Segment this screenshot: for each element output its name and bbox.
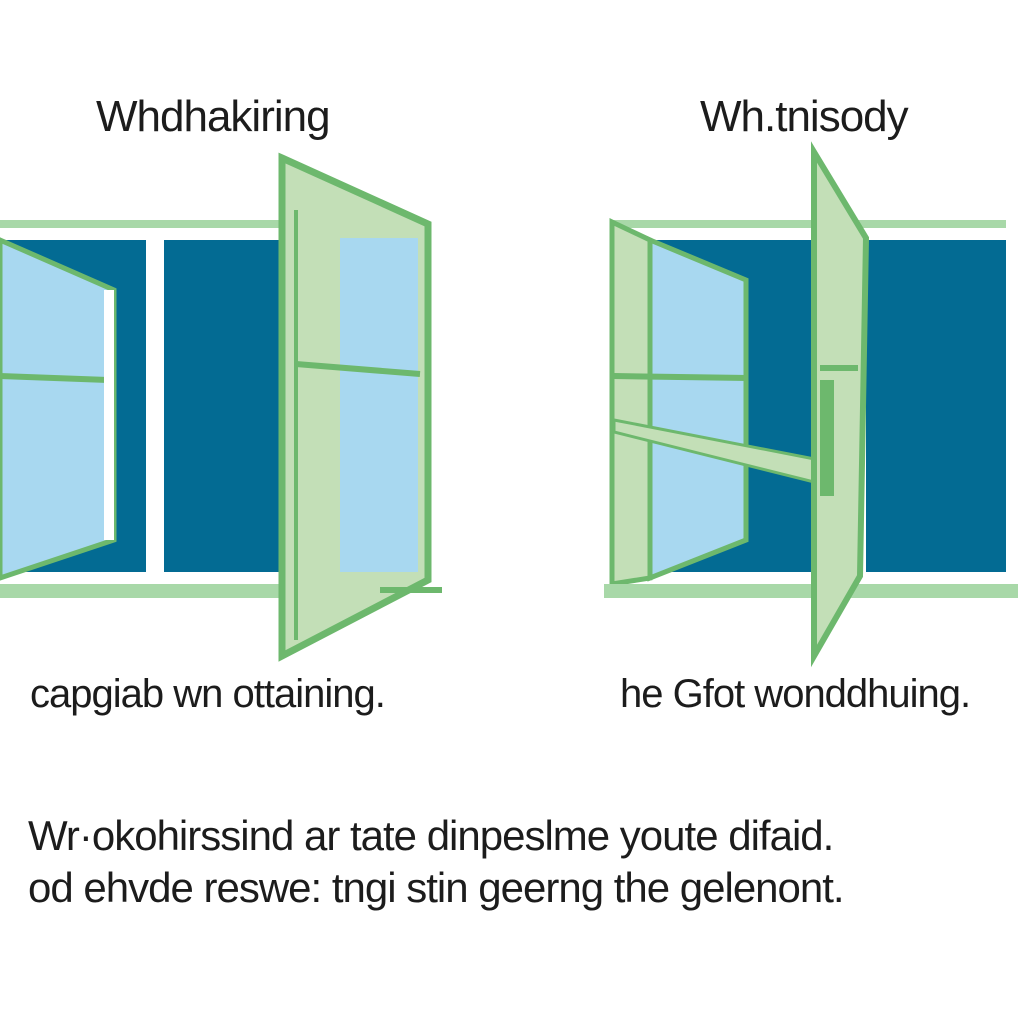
left-window-sash-edge — [104, 290, 114, 540]
right-window-open-sash — [647, 236, 749, 582]
left-window — [0, 152, 442, 662]
left-window-right-pane — [164, 240, 282, 572]
left-window-sill — [0, 584, 282, 598]
right-panel-caption: he Gfot wonddhuing. — [620, 672, 971, 716]
left-panel-caption: capgiab wn ottaining. — [30, 672, 386, 716]
right-window — [604, 141, 1018, 668]
left-window-open-sash — [0, 237, 117, 581]
left-window-top-rail — [0, 220, 282, 228]
description-line-2: od ehvde reswe: tngi stin geerng the gel… — [28, 864, 845, 911]
description-line-1: Wr·okohirssind ar tate dinpeslme youte d… — [28, 812, 834, 859]
right-window-sash-bar — [613, 373, 749, 381]
right-panel-title: Wh.tnisody — [700, 92, 909, 141]
right-window-handle — [820, 380, 834, 496]
right-window-outer-pane — [866, 240, 1006, 572]
right-window-frame-side — [609, 218, 653, 587]
left-window-door-glass — [340, 238, 418, 572]
description-text: Wr·okohirssind ar tate dinpeslme youte d… — [28, 810, 988, 914]
left-window-mullion — [146, 240, 164, 572]
left-window-sash-bar — [0, 373, 109, 383]
left-window-door-bar — [295, 361, 421, 377]
right-window-door-panel — [811, 141, 870, 668]
left-panel-title: Whdhakiring — [96, 92, 331, 141]
right-window-top-rail — [612, 220, 1006, 228]
